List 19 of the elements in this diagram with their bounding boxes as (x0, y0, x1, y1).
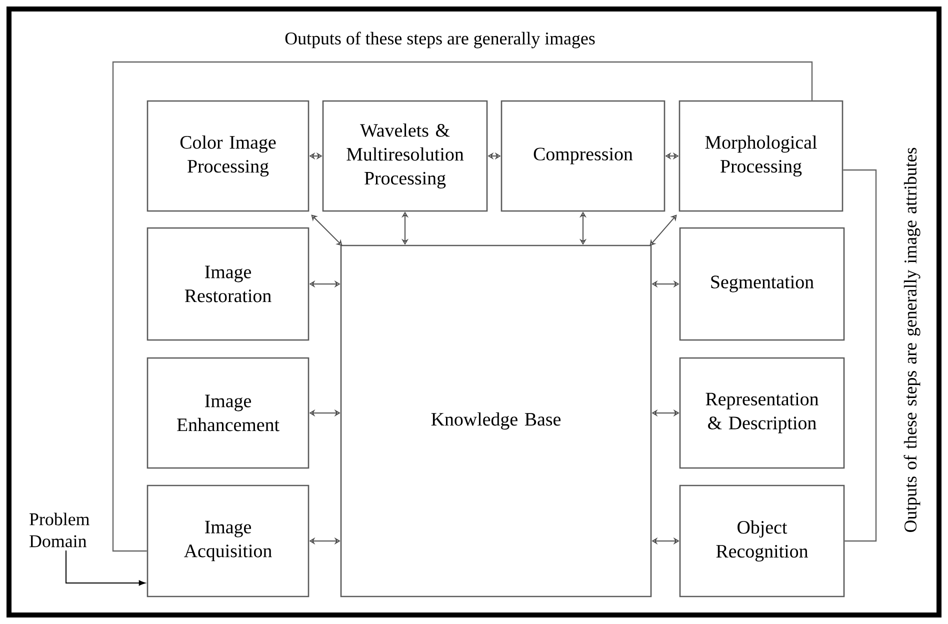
connector-line (112, 61, 813, 552)
process-box: Object Recognition (679, 484, 845, 598)
process-box: Morphological Processing (678, 100, 844, 212)
arrow (66, 550, 146, 586)
double-arrow (311, 214, 342, 246)
input-label: Problem Domain (30, 512, 90, 548)
process-box: Image Acquisition (146, 484, 310, 598)
process-box: Image Enhancement (146, 357, 310, 469)
edge-label: Outputs of these steps are generally images (284, 30, 596, 50)
process-box: Color Image Processing (146, 100, 310, 212)
process-box: Representation & Description (679, 357, 845, 469)
process-box: Wavelets & Multiresolution Processing (322, 100, 488, 212)
process-box: Segmentation (679, 227, 845, 341)
process-box: Image Restoration (146, 227, 310, 341)
connector-line (843, 169, 877, 542)
process-box: Compression (500, 100, 666, 212)
knowledge-base-box: Knowledge Base (340, 244, 652, 598)
double-arrow (650, 214, 677, 246)
edge-label: Outputs of these steps are generally image attributes (902, 104, 922, 576)
